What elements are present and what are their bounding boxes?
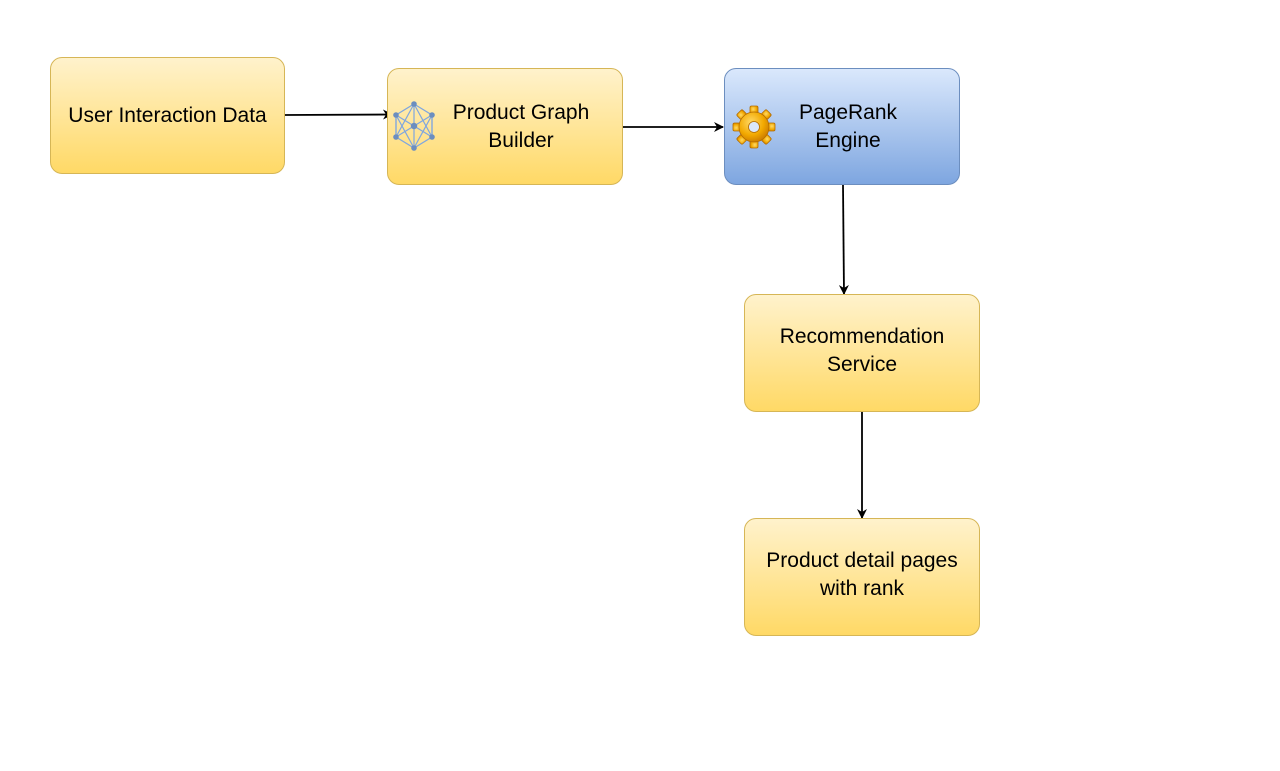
edge-pagerank-to-recommendation	[838, 184, 849, 295]
node-product-graph-builder[interactable]: Product Graph Builder	[387, 68, 623, 185]
node-label: PageRank Engine	[798, 100, 898, 152]
edge-user-to-graph-builder	[284, 109, 393, 120]
node-label: User Interaction Data	[68, 103, 267, 127]
node-recommendation-service[interactable]: Recommendation Service	[744, 294, 980, 412]
node-product-detail-pages[interactable]: Product detail pages with rank	[744, 518, 980, 636]
network-graph-icon	[392, 101, 436, 159]
node-user-interaction-data[interactable]: User Interaction Data	[50, 57, 285, 174]
node-label: Recommendation Service	[779, 325, 945, 376]
gear-icon	[732, 104, 776, 158]
node-label: Product Graph Builder	[452, 100, 590, 152]
node-pagerank-engine[interactable]: PageRank Engine	[724, 68, 960, 185]
node-label: Product detail pages with rank	[766, 549, 958, 600]
